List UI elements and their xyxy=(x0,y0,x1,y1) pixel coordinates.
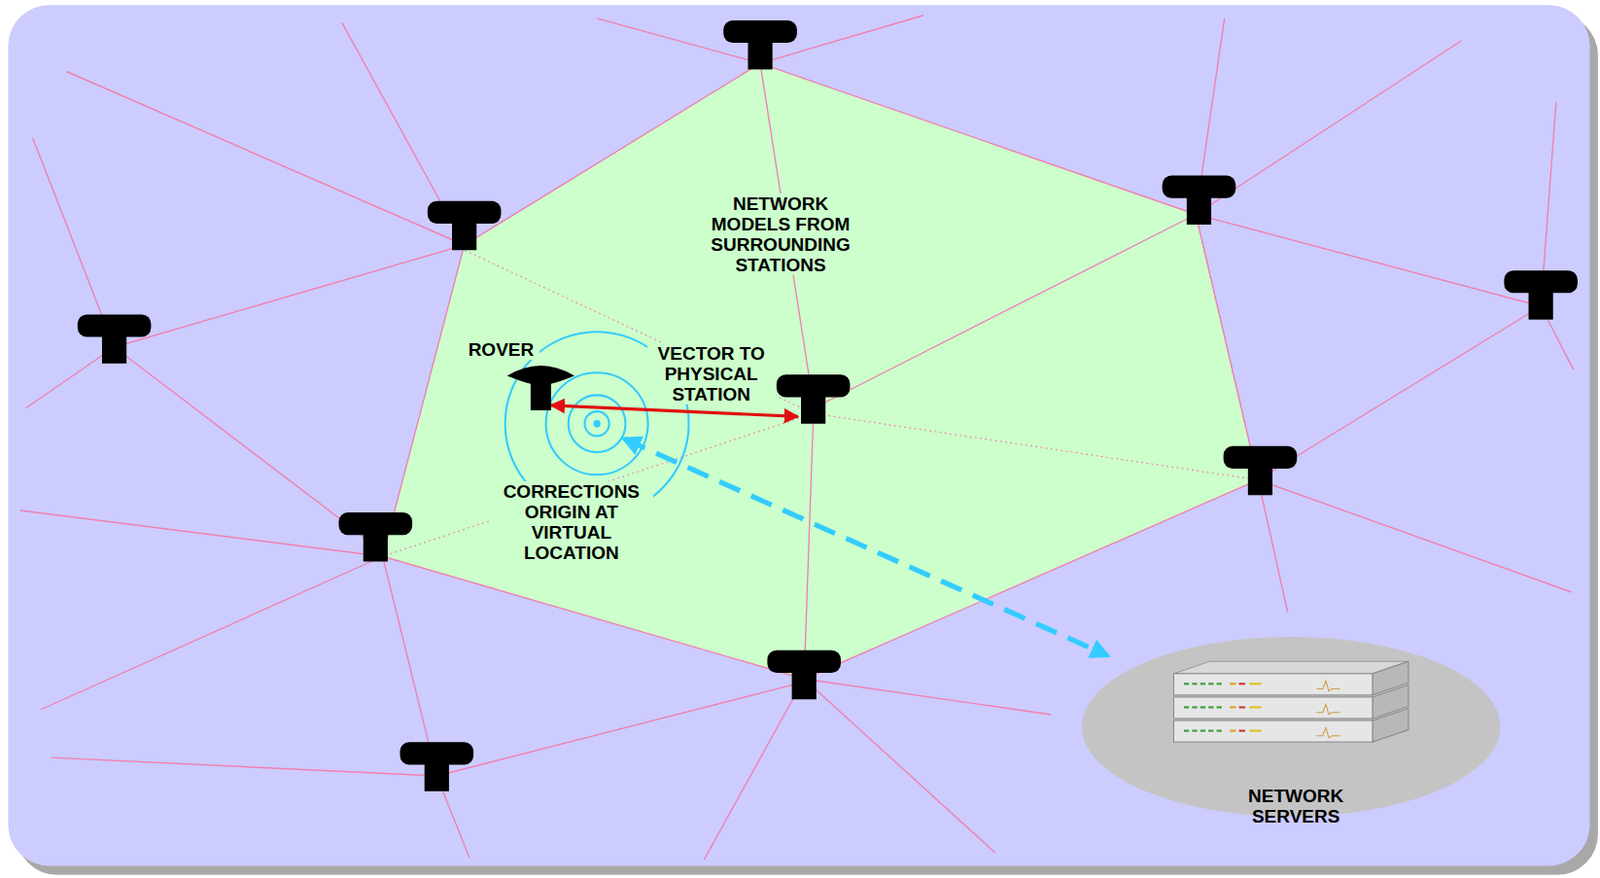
virtual-location-dot xyxy=(592,419,600,427)
node-label: NETWORK SERVERS xyxy=(1227,785,1364,827)
baseline-lines xyxy=(20,15,1574,860)
station-symbol xyxy=(363,530,388,562)
station-symbol xyxy=(1186,194,1212,226)
network-ground xyxy=(7,4,1590,866)
vector-arrow xyxy=(551,405,799,418)
rover-label: ROVER xyxy=(461,339,540,360)
station-symbol xyxy=(1248,464,1273,496)
reference-stations xyxy=(77,20,1578,792)
vector-label: VECTOR TO PHYSICAL STATION xyxy=(647,343,776,405)
station-symbol xyxy=(792,668,817,700)
station-symbol xyxy=(747,38,772,70)
area-note: NETWORK MODELS FROM SURROUNDING STATIONS xyxy=(697,193,864,276)
station-symbol xyxy=(102,332,127,364)
station-symbol xyxy=(452,219,477,251)
station-symbol xyxy=(424,760,450,792)
network-cell xyxy=(382,63,1259,679)
server-ellipse: NETWORK SERVERS xyxy=(1081,636,1500,817)
data-link-arrow xyxy=(624,439,1108,657)
rover-symbol xyxy=(507,365,575,411)
station-symbol xyxy=(1529,288,1554,320)
corrections-label: CORRECTIONS ORIGIN AT VIRTUAL LOCATION xyxy=(489,481,654,563)
station-symbol xyxy=(800,392,826,424)
